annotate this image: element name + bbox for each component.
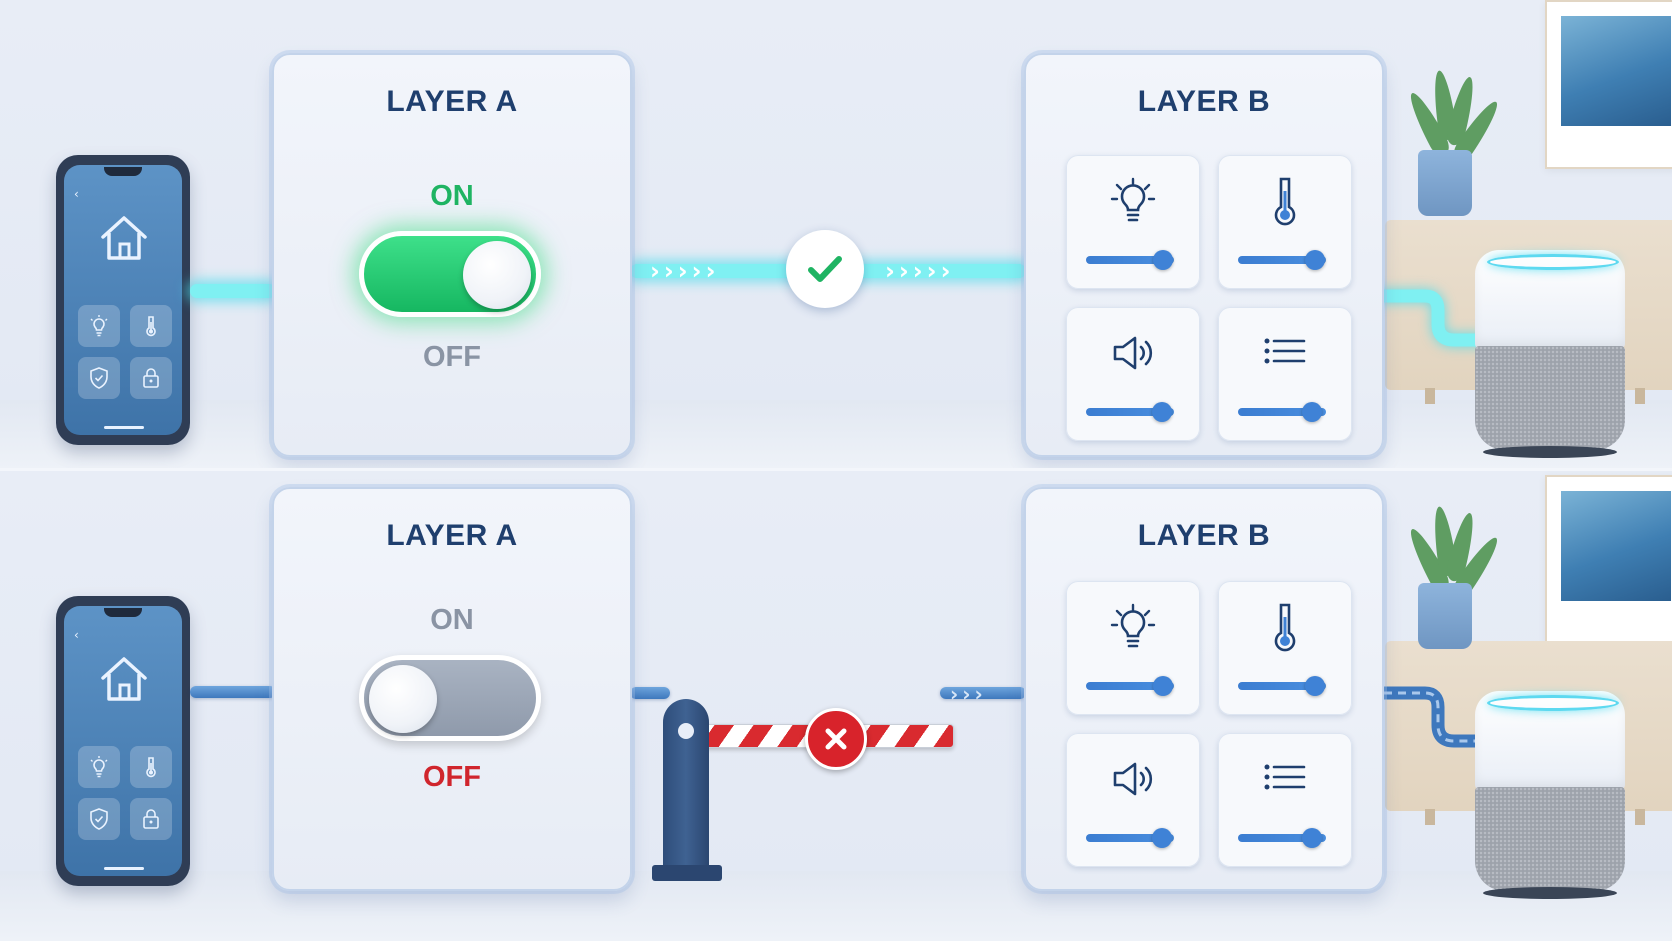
background-floor xyxy=(0,871,1672,941)
speaker-volume-icon xyxy=(1113,336,1153,370)
device-light[interactable] xyxy=(1066,581,1200,715)
lock-icon xyxy=(143,809,159,829)
device-thermostat[interactable] xyxy=(1218,155,1352,289)
device-thermostat-slider[interactable] xyxy=(1238,250,1326,270)
lightbulb-icon xyxy=(90,756,108,778)
layer-b-panel: LAYER B xyxy=(1024,487,1384,891)
layer-a-toggle[interactable] xyxy=(359,231,541,317)
layer-b-title: LAYER B xyxy=(1137,519,1271,552)
smartphone: ‹ xyxy=(56,596,190,886)
phone-tile-temperature xyxy=(130,305,172,347)
link-phone-to-layer-a xyxy=(190,686,276,698)
device-list[interactable] xyxy=(1218,733,1352,867)
layer-a-panel: LAYER A ON OFF xyxy=(272,53,632,457)
layer-a-panel: LAYER A ON OFF xyxy=(272,487,632,891)
device-grid xyxy=(1066,155,1352,441)
shield-icon xyxy=(90,367,108,389)
slider-thumb[interactable] xyxy=(1151,402,1172,422)
slider-thumb[interactable] xyxy=(1305,250,1326,270)
slider-thumb[interactable] xyxy=(1301,828,1322,848)
device-light[interactable] xyxy=(1066,155,1200,289)
layer-a-toggle[interactable] xyxy=(359,655,541,741)
thermometer-icon xyxy=(1274,603,1296,652)
link-layer-b-to-speaker xyxy=(1380,686,1480,748)
checkmark-icon xyxy=(808,256,842,282)
slider-thumb[interactable] xyxy=(1153,676,1174,696)
scenario-divider xyxy=(0,468,1672,472)
device-speaker[interactable] xyxy=(1066,307,1200,441)
home-icon xyxy=(101,657,147,701)
toggle-off-label: OFF xyxy=(423,761,481,793)
toggle-off-label: OFF xyxy=(423,341,481,373)
lock-icon xyxy=(143,368,159,388)
layer-a-title: LAYER A xyxy=(386,85,518,118)
back-chevron-icon: ‹ xyxy=(74,187,79,201)
phone-tile-temperature xyxy=(130,746,172,788)
phone-tile-security xyxy=(78,357,120,399)
thermometer-icon xyxy=(146,316,156,337)
back-chevron-icon: ‹ xyxy=(74,628,79,642)
flow-arrows-right: ››››› xyxy=(885,257,955,285)
thermometer-icon xyxy=(1274,177,1296,226)
slider-thumb[interactable] xyxy=(1301,402,1322,422)
flow-arrows-stopped: ››› xyxy=(950,682,987,706)
home-icon xyxy=(101,216,147,260)
toggle-knob[interactable] xyxy=(369,665,437,733)
scenario-allowed: ‹ xyxy=(0,0,1672,470)
device-speaker[interactable] xyxy=(1066,733,1200,867)
lightbulb-icon xyxy=(1110,603,1156,648)
slider-thumb[interactable] xyxy=(1305,676,1326,696)
device-list-slider[interactable] xyxy=(1238,828,1326,848)
list-icon xyxy=(1264,764,1306,790)
blocked-status-badge xyxy=(805,708,867,770)
smartphone: ‹ xyxy=(56,155,190,445)
slider-thumb[interactable] xyxy=(1153,250,1174,270)
device-light-slider[interactable] xyxy=(1086,676,1174,696)
layer-a-title: LAYER A xyxy=(386,519,518,552)
smart-speaker xyxy=(1475,250,1625,458)
phone-tile-light xyxy=(78,305,120,347)
wall-picture xyxy=(1545,475,1672,644)
barrier-base xyxy=(652,865,722,881)
device-list-slider[interactable] xyxy=(1238,402,1326,422)
toggle-on-label: ON xyxy=(430,180,474,212)
allowed-status-badge xyxy=(786,230,864,308)
smart-speaker xyxy=(1475,691,1625,899)
link-phone-to-layer-a xyxy=(190,284,276,298)
phone-screen: ‹ xyxy=(64,606,182,876)
slider-thumb[interactable] xyxy=(1151,828,1172,848)
link-barrier-to-layer-b xyxy=(940,687,1026,699)
speaker-volume-icon xyxy=(1113,762,1153,796)
close-icon xyxy=(825,728,847,750)
phone-screen: ‹ xyxy=(64,165,182,435)
barrier-gate xyxy=(663,699,709,879)
wall-picture xyxy=(1545,0,1672,169)
device-light-slider[interactable] xyxy=(1086,250,1174,270)
device-thermostat[interactable] xyxy=(1218,581,1352,715)
background-floor xyxy=(0,400,1672,470)
flow-arrows-left: ››››› xyxy=(650,257,720,285)
lightbulb-icon xyxy=(1110,177,1156,222)
toggle-knob[interactable] xyxy=(463,241,531,309)
list-icon xyxy=(1264,338,1306,364)
device-grid xyxy=(1066,581,1352,867)
device-speaker-slider[interactable] xyxy=(1086,402,1174,422)
device-speaker-slider[interactable] xyxy=(1086,828,1174,848)
layer-b-title: LAYER B xyxy=(1137,85,1271,118)
toggle-on-label: ON xyxy=(430,604,474,636)
thermometer-icon xyxy=(146,757,156,778)
lightbulb-icon xyxy=(90,315,108,337)
scenario-blocked: ‹ xyxy=(0,471,1672,941)
device-thermostat-slider[interactable] xyxy=(1238,676,1326,696)
layer-b-panel: LAYER B xyxy=(1024,53,1384,457)
phone-tile-lock xyxy=(130,357,172,399)
device-list[interactable] xyxy=(1218,307,1352,441)
link-layer-b-to-speaker xyxy=(1380,289,1480,347)
phone-tile-lock xyxy=(130,798,172,840)
link-layer-a-to-barrier xyxy=(630,687,670,699)
phone-tile-light xyxy=(78,746,120,788)
phone-tile-security xyxy=(78,798,120,840)
shield-icon xyxy=(90,808,108,830)
